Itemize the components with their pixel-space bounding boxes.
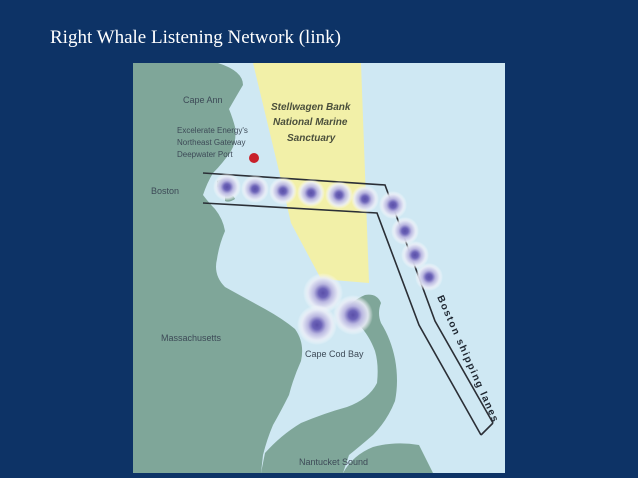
shipping-lane-south [202,202,482,436]
deepwater-port-marker [249,153,259,163]
port-label-line1: Excelerate Energy's [177,126,248,135]
shipping-lane-end [480,422,494,436]
south-coast [343,443,433,473]
cape-cod [261,294,397,473]
sanctuary-label-line2: National Marine [273,117,348,128]
cape-cod-bay-label: Cape Cod Bay [305,349,364,359]
sanctuary-label-line3: Sanctuary [287,133,336,144]
right-whale-map: Cape Ann Excelerate Energy's Northeast G… [133,63,505,473]
mainland [133,63,303,473]
cape-ann-label: Cape Ann [183,95,223,105]
listening-buoys-bay [297,273,373,345]
sanctuary-label-line1: Stellwagen Bank [271,102,351,113]
slide-title: Right Whale Listening Network (link) [50,27,341,48]
port-label-line2: Northeast Gateway [177,138,245,147]
nantucket-sound-label: Nantucket Sound [299,457,368,467]
sanctuary-area [253,63,369,283]
listening-buoys-lane [213,173,443,291]
boston-label: Boston [151,186,179,196]
port-label-line3: Deepwater Port [177,150,233,159]
massachusetts-label: Massachusetts [161,333,222,343]
